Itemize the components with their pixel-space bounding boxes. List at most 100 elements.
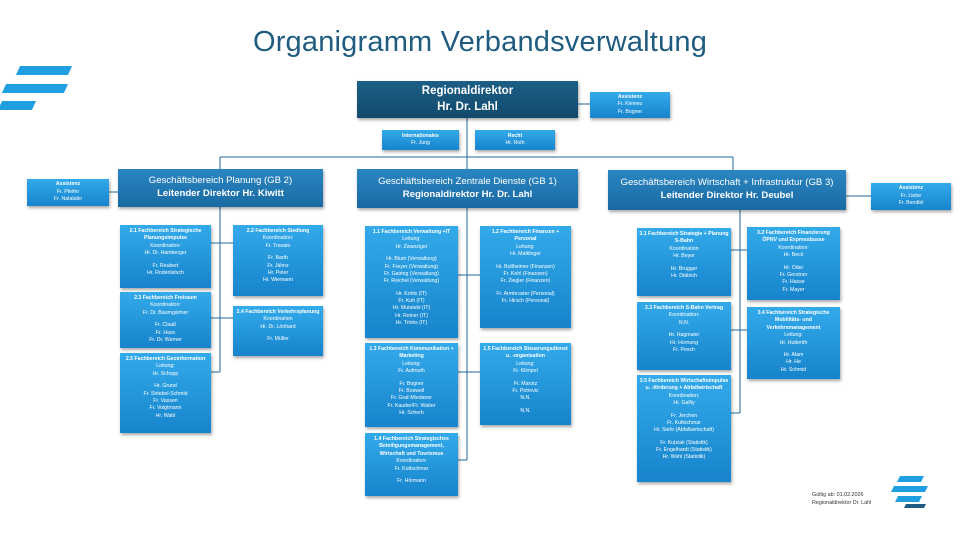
unit-box-1-5[interactable]: 1.5 Fachbereich Steuerungsdienst u. -org… <box>480 343 571 425</box>
unit-line: Fr. Bogner <box>399 380 424 387</box>
unit-line: Hr. Grund <box>154 383 177 390</box>
unit-line: Fr. Kuttschmar <box>394 465 429 472</box>
unit-title: 2.1 Fachbereich Strategische Planungsimp… <box>129 228 202 242</box>
gb-wirtschaft-assistant-line: Fr. Liebe <box>900 192 922 199</box>
gb-wirtschaft-box[interactable]: Geschäftsbereich Wirtschaft + Infrastruk… <box>608 170 846 210</box>
footer: Gültig ab: 01.02.2026 Regionaldirektor D… <box>812 491 871 508</box>
unit-box-2-1[interactable]: 2.1 Fachbereich Strategische Planungsimp… <box>120 225 211 288</box>
gb-wirtschaft-title: Geschäftsbereich Wirtschaft + Infrastruk… <box>620 177 834 189</box>
unit-line: Fr. Hörmann <box>397 477 426 484</box>
unit-line: Hr. Blum (Verwaltung) <box>386 256 437 263</box>
unit-line: Hr. Peter <box>267 269 289 276</box>
unit-line: Fr. Hasse <box>782 279 805 286</box>
unit-line: Fr. Voigtmann <box>149 405 182 412</box>
unit-line: Leitung: <box>402 236 421 243</box>
unit-line: Leitung: <box>516 243 535 250</box>
unit-line: Hr. Schmid <box>780 366 807 373</box>
unit-box-3-4[interactable]: 3.4 Fachbereich Strategische Mobilitäts-… <box>747 307 840 379</box>
unit-title: 3.4 Fachbereich Strategische Mobilitäts-… <box>757 310 830 331</box>
unit-line: Hr. Wiemann <box>263 277 293 284</box>
gb-planung-assistant-box[interactable]: Assistenz Fr. Pfeifer Fr. Natalatio <box>27 179 109 206</box>
gb-zentrale-dienste-title: Geschäftsbereich Zentrale Dienste (GB 1) <box>378 175 557 187</box>
staff-law-box[interactable]: Recht Hr. Roth <box>475 130 555 150</box>
unit-line: Fr. Jähnz <box>267 262 289 269</box>
unit-line: Fr. Armbruster (Personal) <box>496 290 555 297</box>
unit-line: Fr. Gairing (Verwaltung) <box>384 270 439 277</box>
unit-line: Fr. Engelhardt (Statistik) <box>656 447 712 453</box>
unit-line: Hr. Hutterith <box>779 339 808 346</box>
unit-line: Koordination: <box>668 312 700 319</box>
unit-title: 3.1 Fachbereich Strategie + Planung S-Ba… <box>639 231 729 245</box>
gb-wirtschaft-assistant-box[interactable]: Assistenz Fr. Liebe Fr. Bendlel <box>871 183 951 210</box>
unit-line: Hr. Beyer <box>673 253 695 260</box>
unit-line: Fr. Reichel (Verwaltung) <box>383 278 440 285</box>
unit-line: Hr. Dr. Lönhard <box>260 323 296 330</box>
unit-box-3-2[interactable]: 3.2 Fachbereich Finanzierung ÖPNV und Ex… <box>747 227 840 300</box>
unit-title: 1.2 Fachbereich Finanzen + Personal <box>491 229 560 243</box>
unit-line: Fr. Gerstner <box>779 271 808 278</box>
unit-line: Fr. Travato <box>265 242 291 249</box>
unit-title: 3.2 Fachbereich Finanzierung ÖPNV und Ex… <box>757 230 830 244</box>
unit-line: Leitung: <box>784 332 803 339</box>
unit-box-1-3[interactable]: 1.3 Fachbereich Kommunikation + Marketin… <box>365 343 458 427</box>
unit-line: Hr. Brugger <box>670 265 698 272</box>
unit-line: Hr. Bollheimer (Finanzen) <box>496 263 555 270</box>
page-title: Organigramm Verbandsverwaltung <box>252 26 708 58</box>
unit-box-3-5[interactable]: 3.5 Fachbereich Wirtschaftsimpulse u. -f… <box>637 375 731 482</box>
unit-line: Hr. Diätrich <box>671 272 697 279</box>
unit-line: Fr. Aufmuth <box>398 368 425 375</box>
unit-line: Fr. Dr. Baumgärtner <box>142 309 189 316</box>
unit-line: Hr. Schopp <box>152 370 179 377</box>
unit-line: Koordination: <box>150 242 181 249</box>
unit-line: Fr. Vassen <box>153 397 178 404</box>
unit-line: Hr. He <box>786 359 801 366</box>
gb-planung-head: Leitender Direktor Hr. Kiwitt <box>157 188 284 199</box>
unit-line: Fr. Striebel-Schmid <box>143 390 188 397</box>
unit-title: 1.3 Fachbereich Kommunikation + Marketin… <box>369 346 454 360</box>
gb-wirtschaft-assistant-title: Assistenz <box>898 185 924 192</box>
unit-line: Fr. Hirsch (Personal) <box>501 298 550 304</box>
unit-line: Fr. Mayer <box>782 286 805 293</box>
unit-line: Fr. Dr. Werner <box>149 336 182 343</box>
unit-line: Fr. Hass <box>155 329 176 336</box>
unit-title: 1.1 Fachbereich Verwaltung +IT <box>372 229 451 235</box>
staff-international-box[interactable]: Internationales Fr. Jung <box>382 130 459 150</box>
gb-planung-assistant-line: Fr. Natalatio <box>54 196 82 203</box>
director-assistant-line: Fr. Kleineu <box>617 101 643 108</box>
unit-line: Fr. Jerchen <box>671 412 697 419</box>
gb-planung-assistant-title: Assistenz <box>55 181 81 188</box>
unit-line: Fr. Marotz <box>513 380 538 387</box>
unit-line: Hr. Oder <box>783 264 804 271</box>
unit-line: Fr. Kutziak (Statistik) <box>660 439 708 446</box>
unit-line: Fr. Claaß <box>154 322 177 329</box>
unit-line: Hr. Wahl (Statistik) <box>662 454 706 461</box>
staff-law-title: Recht <box>507 132 523 139</box>
unit-title: 2.3 Fachbereich Freiraum <box>134 295 197 301</box>
unit-box-1-4[interactable]: 1.4 Fachbereich Strategisches Beteiligun… <box>365 433 458 496</box>
unit-line: Koordination: <box>668 392 700 399</box>
unit-line: Koordination: <box>778 244 809 251</box>
unit-title: 2.4 Fachbereich Verkehrsplanung <box>236 309 320 315</box>
director-box[interactable]: Regionaldirektor Hr. Dr. Lahl <box>357 81 578 118</box>
unit-line: Fr. Boswell <box>398 387 425 394</box>
unit-line: Fr. Kuh (IT) <box>398 298 425 304</box>
staff-international-title: Internationales <box>402 132 439 139</box>
gb-wirtschaft-assistant-line: Fr. Bendlel <box>898 200 924 207</box>
unit-title: 3.5 Fachbereich Wirtschaftsimpulse u. -f… <box>639 378 729 392</box>
unit-line: Hr. Zwanziger <box>395 243 428 250</box>
gb-planung-title: Geschäftsbereich Planung (GB 2) <box>148 175 293 187</box>
director-assistant-box[interactable]: Assistenz Fr. Kleineu Fr. Bogner <box>590 92 670 118</box>
gb-planung-box[interactable]: Geschäftsbereich Planung (GB 2) Leitende… <box>118 169 323 207</box>
gb-zentrale-dienste-box[interactable]: Geschäftsbereich Zentrale Dienste (GB 1)… <box>357 169 578 208</box>
unit-line: Hr. Mattlinger <box>510 251 541 258</box>
unit-box-3-1[interactable]: 3.1 Fachbereich Strategie + Planung S-Ba… <box>637 228 731 296</box>
unit-line: N.N. <box>678 319 690 326</box>
director-title: Regionaldirektor <box>421 84 514 97</box>
